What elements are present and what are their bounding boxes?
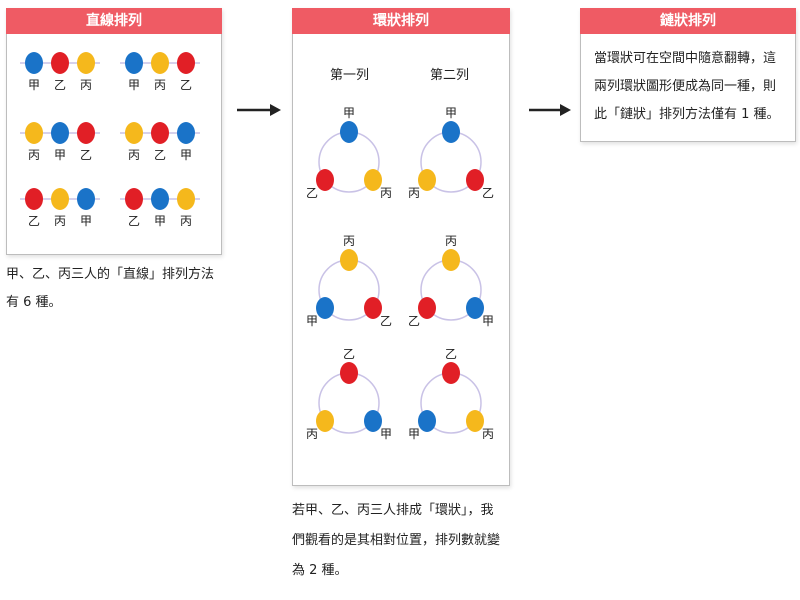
linear-panel-title: 直線排列 <box>6 8 222 34</box>
person-label: 乙 <box>179 78 192 92</box>
person-label-right: 甲 <box>379 427 392 441</box>
person-label-left: 甲 <box>407 427 420 441</box>
person-label: 丙 <box>27 148 40 162</box>
ring-panel-title: 環狀排列 <box>292 8 510 34</box>
ring-caption-line2: 們觀看的是其相對位置，排列數就變 <box>292 533 501 548</box>
person-label-top: 丙 <box>342 234 355 248</box>
person-label-top: 甲 <box>342 106 355 120</box>
person-label-right: 丙 <box>379 186 392 200</box>
person-label-top: 甲 <box>444 106 457 120</box>
person-label-right: 甲 <box>481 314 494 328</box>
linear-caption-line1: 甲、乙、丙三人的「直線」排列方法 <box>6 267 215 282</box>
right-arrow-icon <box>237 104 281 116</box>
person-label-left: 乙 <box>305 186 318 200</box>
person-label: 丙 <box>127 148 140 162</box>
person-label-left: 丙 <box>305 427 318 441</box>
person-label: 丙 <box>79 78 92 92</box>
ring-caption-line3: 為 2 種。 <box>292 563 348 578</box>
ring-column-2-title: 第二列 <box>430 68 470 83</box>
person-label: 乙 <box>27 214 40 228</box>
person-label-top: 乙 <box>342 347 355 361</box>
person-label: 甲 <box>179 148 192 162</box>
person-label-left: 乙 <box>407 314 420 328</box>
person-label: 乙 <box>127 214 140 228</box>
person-label-top: 丙 <box>444 234 457 248</box>
person-label: 乙 <box>79 148 92 162</box>
chain-panel-title: 鏈狀排列 <box>580 8 796 34</box>
ring-caption-line1: 若甲、乙、丙三人排成「環狀」，我 <box>292 503 494 518</box>
chain-text-line1: 當環狀可在空間中隨意翻轉，這 <box>594 51 777 66</box>
right-arrow-icon <box>529 104 571 116</box>
chain-text-line2: 兩列環狀圖形便成為同一種，則 <box>594 79 777 94</box>
linear-caption-line2: 有 6 種。 <box>6 295 62 310</box>
person-label-left: 甲 <box>305 314 318 328</box>
ring-column-1-title: 第一列 <box>330 68 370 83</box>
person-label: 甲 <box>79 214 92 228</box>
person-label-right: 乙 <box>379 314 392 328</box>
person-label: 丙 <box>153 78 166 92</box>
person-label: 甲 <box>53 148 66 162</box>
chain-text-line3: 此「鏈狀」排列方法僅有 1 種。 <box>594 107 780 122</box>
person-label-top: 乙 <box>444 347 457 361</box>
person-label: 甲 <box>153 214 166 228</box>
ring-panel <box>292 8 510 486</box>
person-label: 甲 <box>27 78 40 92</box>
person-label-left: 丙 <box>407 186 420 200</box>
person-label: 乙 <box>153 148 166 162</box>
person-label: 甲 <box>127 78 140 92</box>
person-label: 丙 <box>179 214 192 228</box>
person-label: 丙 <box>53 214 66 228</box>
person-label-right: 丙 <box>481 427 494 441</box>
person-label: 乙 <box>53 78 66 92</box>
person-label-right: 乙 <box>481 186 494 200</box>
